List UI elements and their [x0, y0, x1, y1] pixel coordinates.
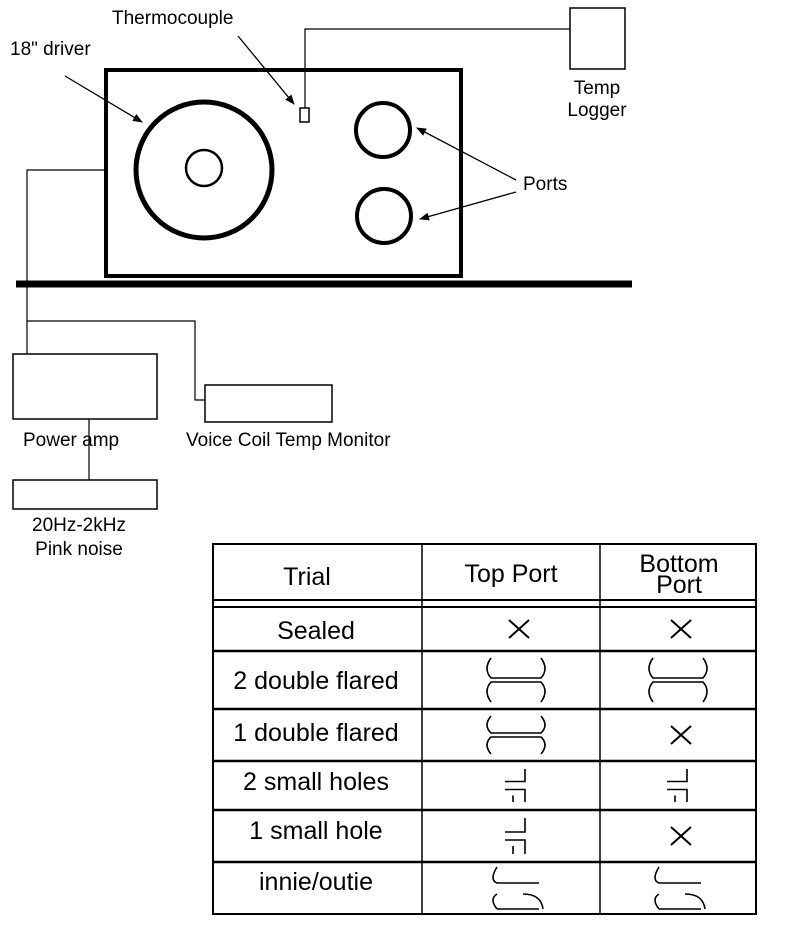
- top-port-double-flared-port-icon: [486, 715, 546, 755]
- pink-noise-source-box: [12, 479, 158, 510]
- voice-coil-monitor-label: Voice Coil Temp Monitor: [186, 430, 391, 451]
- thermocouple-label: Thermocouple: [112, 8, 233, 29]
- trial-name: innie/outie: [259, 868, 373, 896]
- driver-cone-icon: [133, 99, 275, 241]
- bottom-port-x-mark: [670, 725, 692, 745]
- monitor-wire: [27, 320, 205, 401]
- table-header-top-port: Top Port: [464, 560, 557, 588]
- trial-name: Sealed: [277, 617, 355, 645]
- thermocouple-icon: [299, 107, 310, 123]
- power-amp-label: Power amp: [23, 430, 119, 451]
- speaker-cabinet: [104, 68, 463, 278]
- bottom-port-x-mark: [670, 826, 692, 846]
- bottom-port-innie-outie-port-icon: [654, 866, 706, 910]
- trial-name: 1 double flared: [233, 719, 398, 747]
- driver-dustcap-icon: [184, 148, 224, 188]
- top-port-x-mark: [508, 619, 530, 639]
- table-header-trial: Trial: [283, 563, 331, 591]
- table-row: 2 double flared: [213, 657, 756, 711]
- table-header-bottom-port-line1: Bottom: [639, 550, 718, 578]
- table-row: 1 double flared: [213, 715, 756, 763]
- table-row: innie/outie: [259, 866, 706, 910]
- thermocouple-wire: [304, 28, 570, 108]
- voice-coil-monitor-box: [204, 384, 333, 423]
- bottom-port-x-mark: [670, 619, 692, 639]
- temp-logger-label-line2: Logger: [567, 100, 627, 121]
- table-row: Sealed: [213, 617, 756, 653]
- bottom-port-small-hole-port-icon: [667, 769, 688, 802]
- power-amp-box: [12, 353, 158, 420]
- trial-name: 2 small holes: [243, 768, 389, 796]
- top-port-double-flared-port-icon: [486, 657, 546, 703]
- driver-wire: [26, 169, 106, 354]
- table-row: 1 small hole: [213, 817, 756, 864]
- ports-arrow-bottom: [419, 191, 517, 221]
- top-port-icon: [354, 101, 412, 159]
- ports-arrow-top: [416, 127, 517, 181]
- table-header-bottom-port-line2: Port: [656, 571, 702, 599]
- bottom-port-icon: [355, 187, 413, 245]
- thermocouple-arrow: [237, 35, 295, 105]
- trial-name: 2 double flared: [233, 667, 398, 695]
- ports-label: Ports: [523, 174, 567, 195]
- top-port-small-hole-port-icon: [505, 818, 526, 854]
- temp-logger-label-line1: Temp: [574, 78, 620, 99]
- trials-table: Trial Top Port Bottom Port Sealed 2 doubl…: [212, 543, 757, 915]
- table-row: 2 small holes: [213, 768, 756, 812]
- table-border: [212, 543, 757, 915]
- top-port-innie-outie-port-icon: [492, 866, 544, 910]
- bottom-port-double-flared-port-icon: [648, 657, 708, 703]
- top-port-small-hole-port-icon: [505, 769, 526, 802]
- trial-name: 1 small hole: [249, 817, 382, 845]
- driver-label: 18" driver: [10, 39, 91, 60]
- driver-arrow: [64, 75, 143, 123]
- table-rows: Sealed 2 double flared 1 double flared 2 sm…: [213, 617, 756, 910]
- noise-label-line1: 20Hz-2kHz: [32, 515, 126, 536]
- noise-label-line2: Pink noise: [35, 539, 123, 560]
- temp-logger-box: [569, 7, 626, 70]
